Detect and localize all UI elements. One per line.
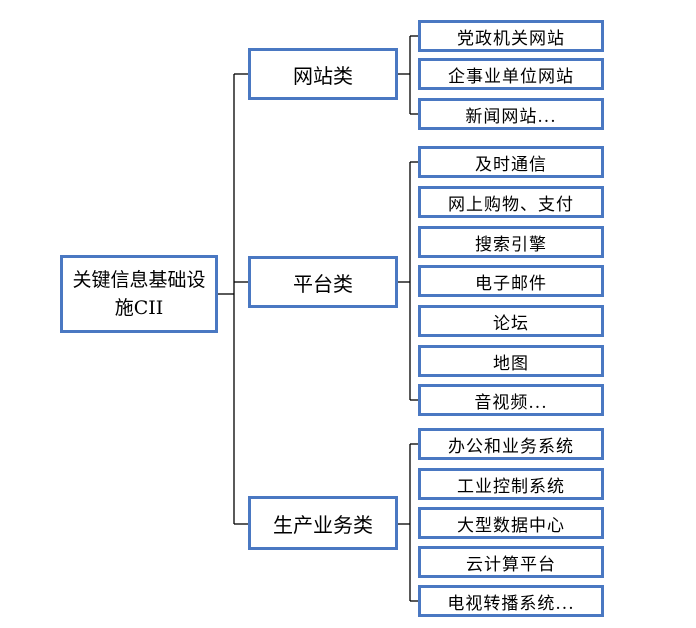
- leaf-label: 大型数据中心: [457, 515, 565, 536]
- leaf-label: 办公和业务系统: [448, 436, 574, 457]
- leaf-node: 企事业单位网站: [418, 58, 604, 90]
- leaf-label: 云计算平台: [466, 554, 556, 575]
- leaf-node: 地图: [418, 345, 604, 377]
- leaf-node: 及时通信: [418, 146, 604, 178]
- root-node: 关键信息基础设施CII: [60, 255, 218, 333]
- leaf-node: 办公和业务系统: [418, 428, 604, 460]
- leaf-label: 地图: [493, 353, 529, 374]
- leaf-node: 网上购物、支付: [418, 186, 604, 218]
- root-label: 关键信息基础设施CII: [72, 269, 206, 319]
- leaf-label: 及时通信: [475, 154, 547, 175]
- leaf-node: 大型数据中心: [418, 507, 604, 539]
- leaf-label: 电子邮件: [475, 273, 547, 294]
- leaf-label: 网上购物、支付: [448, 194, 574, 215]
- leaf-label: 工业控制系统: [457, 476, 565, 497]
- leaf-node: 党政机关网站: [418, 20, 604, 52]
- category-node-production: 生产业务类: [248, 496, 398, 550]
- category-label: 平台类: [293, 271, 353, 296]
- leaf-node: 云计算平台: [418, 546, 604, 578]
- category-node-platform: 平台类: [248, 256, 398, 308]
- leaf-node: 新闻网站...: [418, 98, 604, 130]
- category-node-website: 网站类: [248, 48, 398, 100]
- leaf-node: 工业控制系统: [418, 468, 604, 500]
- leaf-label: 论坛: [493, 313, 529, 334]
- category-label: 网站类: [293, 63, 353, 88]
- leaf-label: 音视频...: [474, 392, 548, 413]
- leaf-label: 电视转播系统...: [447, 593, 575, 614]
- leaf-label: 新闻网站...: [465, 106, 557, 127]
- leaf-node: 论坛: [418, 305, 604, 337]
- leaf-node: 音视频...: [418, 384, 604, 416]
- leaf-node: 电视转播系统...: [418, 585, 604, 617]
- leaf-label: 搜索引擎: [475, 234, 547, 255]
- leaf-node: 电子邮件: [418, 265, 604, 297]
- leaf-label: 党政机关网站: [457, 28, 565, 49]
- leaf-node: 搜索引擎: [418, 226, 604, 258]
- category-label: 生产业务类: [273, 512, 373, 537]
- leaf-label: 企事业单位网站: [448, 66, 574, 87]
